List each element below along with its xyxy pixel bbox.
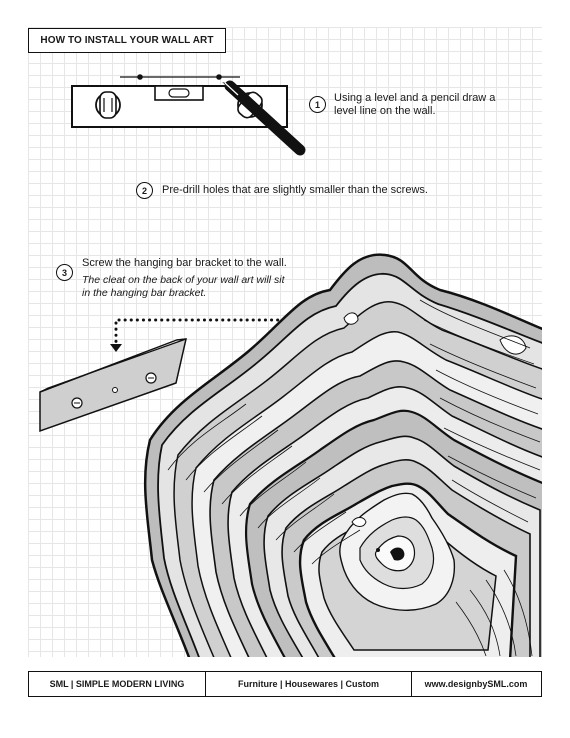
step-2-number-icon: 2 (136, 182, 153, 199)
footer-brand: SML | SIMPLE MODERN LIVING (49, 679, 185, 689)
step-3-main-text: Screw the hanging bar bracket to the wal… (82, 257, 287, 269)
footer-website-link[interactable]: www.designbySML.com (411, 672, 540, 696)
hanging-bracket-icon (39, 338, 187, 433)
pencil-mark-right (216, 74, 222, 80)
step-3-subtext: The cleat on the back of your wall art w… (82, 274, 285, 299)
pencil-icon (222, 80, 306, 156)
page-title: HOW TO INSTALL YOUR WALL ART (28, 28, 226, 53)
dotted-guide-line (114, 318, 298, 348)
arrow-down-icon (110, 344, 122, 352)
footer-categories: Furniture | Housewares | Custom (205, 672, 411, 696)
wood-slice-art-icon (143, 253, 542, 657)
step-3-number-icon: 3 (56, 264, 73, 281)
step-3-text: Screw the hanging bar bracket to the wal… (82, 257, 292, 300)
step-1-text: Using a level and a pencil draw a level … (334, 92, 496, 117)
step-2-text: Pre-drill holes that are slightly smalle… (162, 184, 428, 196)
pencil-mark-left (137, 74, 143, 80)
step-1-number-icon: 1 (309, 96, 326, 113)
footer: SML | SIMPLE MODERN LIVING Furniture | H… (28, 671, 542, 697)
